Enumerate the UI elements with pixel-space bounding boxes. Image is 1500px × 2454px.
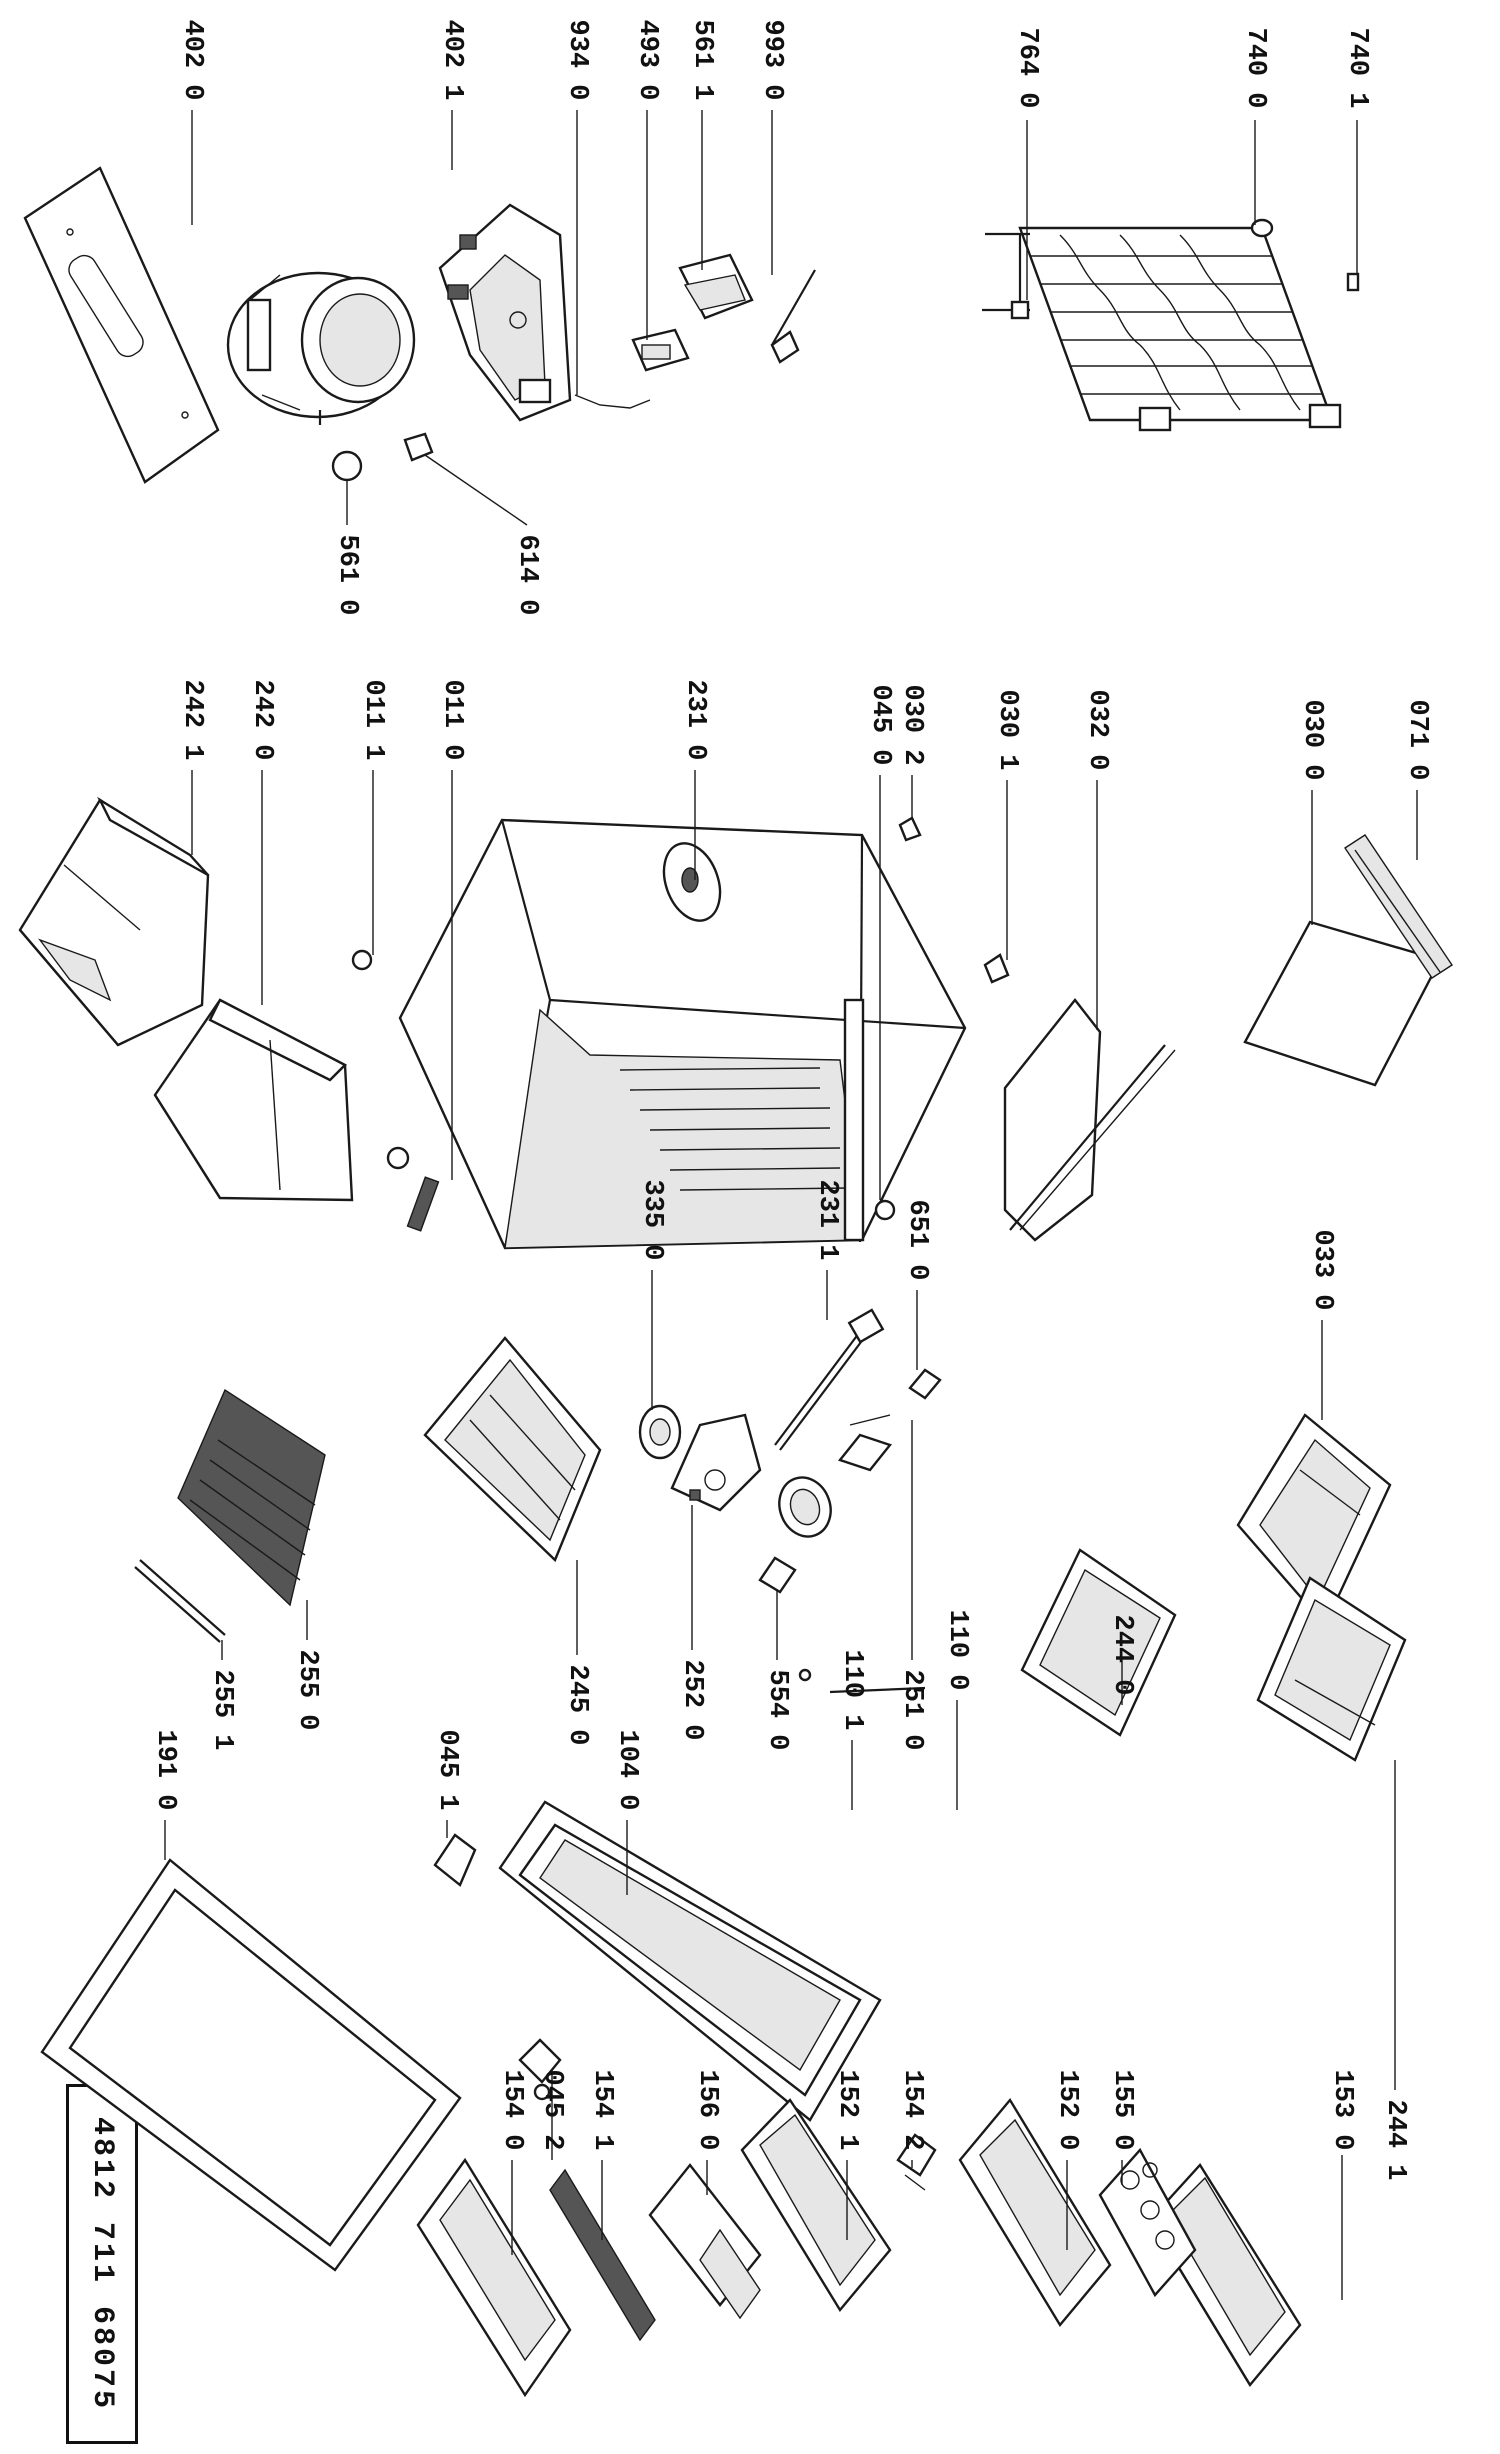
part-label-1540: 154 0 [497,2069,527,2150]
overload-clip-part [331,432,434,482]
part-label-0302: 030 2 [897,684,927,765]
egg-tray-part [1098,2147,1197,2298]
part-label-1521: 152 1 [832,2069,862,2150]
egg-tray-rail-part [1256,1576,1407,1762]
part-label-1541: 154 1 [587,2069,617,2150]
door-gasket-part [40,1858,462,2272]
lamp-bulb-part [908,1368,942,1400]
thermostat-knob-part [638,1404,682,1460]
lamp-switch-part [758,1556,797,1594]
part-label-0451: 045 1 [432,1729,462,1810]
part-label-2440: 244 0 [1107,1614,1137,1695]
part-label-3350: 335 0 [637,1179,667,1260]
bottom-shelf-part [1003,998,1176,1242]
part-label-5610: 561 0 [332,534,362,615]
relay-bracket-part [438,203,572,422]
butter-compartment-part [648,2163,762,2320]
part-label-7401: 740 1 [1342,27,1372,108]
bin-clip-part [896,2133,937,2191]
part-label-2450: 245 0 [562,1664,592,1745]
ventilation-grille-part [1344,834,1453,979]
part-label-2520: 252 0 [677,1659,707,1740]
part-label-2311: 231 1 [812,1179,842,1260]
shelf-rail-part [1020,1548,1177,1737]
meat-tray-part [1236,1413,1392,1628]
part-label-0301: 030 1 [992,689,1022,770]
part-label-0330: 033 0 [1307,1229,1337,1310]
door-bin-lower-part [416,2157,572,2398]
part-label-2510: 251 0 [897,1669,927,1750]
part-label-2421: 242 1 [177,679,207,760]
inner-door-panel-part [498,1800,882,2122]
part-label-2310: 231 0 [680,679,710,760]
thermostat-housing-part [662,842,722,922]
condenser-bracket-part [1010,235,1030,320]
part-label-0110: 011 0 [437,679,467,760]
condenser-clip-part [1346,272,1360,292]
door-bin-upper-part [958,2097,1112,2328]
part-label-1560: 156 0 [692,2069,722,2150]
part-label-1520: 152 0 [1052,2069,1082,2150]
part-label-2551: 255 1 [207,1669,237,1750]
part-label-5540: 554 0 [762,1669,792,1750]
door-bin-middle-part [740,2098,892,2313]
compressor-part [226,271,416,425]
part-label-0111: 011 1 [358,679,388,760]
part-label-1550: 155 0 [1107,2069,1137,2150]
thermostat-part [670,1413,762,1512]
crisper-drawer-small-part [153,998,354,1202]
thermal-protector-part [770,269,816,364]
wire-shelf-part [177,1388,326,1607]
door-hinge-part [518,2038,562,2101]
part-label-7400: 740 0 [1240,27,1270,108]
starter-relay-part [678,253,754,320]
cabinet-liner-part [398,818,967,1250]
part-label-0320: 032 0 [1082,689,1112,770]
part-label-0710: 071 0 [1402,699,1432,780]
drain-tube-part [574,394,651,409]
part-label-1040: 104 0 [612,1729,642,1810]
lamp-holder-part [778,1476,832,1538]
part-label-2550: 255 0 [292,1649,322,1730]
part-labels: 402 0 402 1 934 0 493 0 561 1 993 0 764 … [150,19,1432,2180]
part-label-1530: 153 0 [1327,2069,1357,2150]
glass-shelf-large-part [423,1336,602,1563]
crisper-drawer-large-part [18,796,210,1047]
part-label-4020: 402 0 [177,19,207,100]
part-label-9340: 934 0 [562,19,592,100]
part-label-6510: 651 0 [902,1199,932,1280]
condenser-grid-part [982,218,1342,432]
hinge-pin-part [351,949,440,1232]
door-stop-part [433,1833,477,1887]
light-cover-part [837,1414,893,1472]
part-label-6140: 614 0 [512,534,542,615]
part-label-4930: 493 0 [632,19,662,100]
part-label-2441: 244 1 [1380,2099,1410,2180]
shelf-support-part [874,816,1010,1221]
thermostat-shaft-part [774,1308,885,1451]
light-switch-rod-part [798,1668,926,1694]
part-label-1910: 191 0 [150,1729,180,1810]
part-label-2420: 242 0 [247,679,277,760]
part-label-7640: 764 0 [1012,27,1042,108]
part-label-1100: 110 0 [942,1609,972,1690]
part-label-9930: 993 0 [757,19,787,100]
part-label-0450: 045 0 [865,684,895,765]
part-label-4021: 402 1 [437,19,467,100]
part-label-1542: 154 2 [897,2069,927,2150]
part-label-0300: 030 0 [1297,699,1327,780]
leader-lines [164,110,1418,2300]
shelf-trim-part [134,1559,226,1643]
part-label-1101: 110 1 [837,1649,867,1730]
base-plate-part [23,166,220,484]
capacitor-part [631,328,690,372]
part-label-0452: 045 2 [537,2069,567,2150]
bin-rail-part [549,2168,656,2342]
part-label-5611: 561 1 [687,19,717,100]
